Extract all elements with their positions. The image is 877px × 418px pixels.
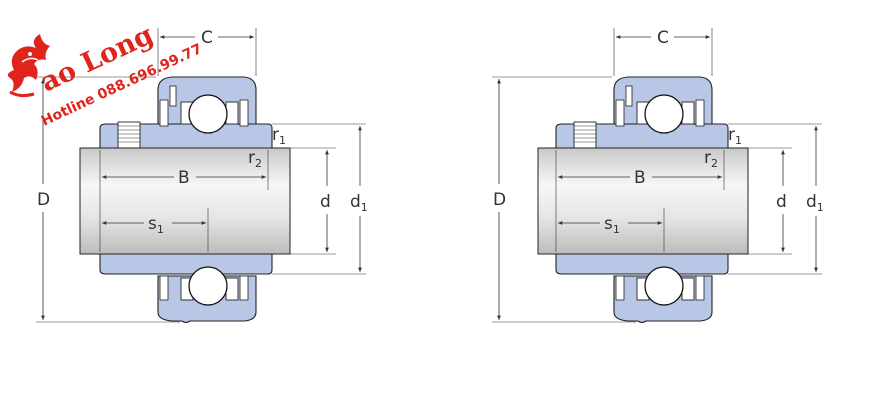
dim-label-D: D	[493, 190, 506, 210]
dim-label-d: d	[776, 192, 787, 212]
dim-label-B: B	[178, 168, 190, 188]
dim-label-d1: d1	[806, 192, 824, 214]
dim-label-s1: s1	[604, 214, 620, 236]
dim-label-C: C	[201, 28, 213, 48]
inner-ring-bottom	[555, 253, 729, 275]
dim-label-r1: r1	[728, 125, 742, 147]
figure-right: C D B s1 d d1 r1 r2	[492, 28, 824, 324]
shaft	[79, 147, 291, 255]
dim-label-r2: r2	[704, 148, 718, 170]
inner-ring-bottom	[99, 253, 273, 275]
inner-ring-top	[555, 123, 729, 149]
ball-top	[188, 94, 228, 134]
dim-label-s1: s1	[148, 214, 164, 236]
ball-bottom	[644, 266, 684, 306]
dim-label-d: d	[320, 192, 331, 212]
figure-left: C D B s1 d d1 r1 r2	[36, 28, 368, 324]
inner-ring-top	[99, 123, 273, 149]
ball-top	[644, 94, 684, 134]
dim-label-B: B	[634, 168, 646, 188]
brand-name: ao Long	[36, 19, 158, 98]
shaft	[537, 147, 749, 255]
dim-label-r1: r1	[272, 125, 286, 147]
ball-bottom	[188, 266, 228, 306]
dim-label-r2: r2	[248, 148, 262, 170]
dim-label-C: C	[657, 28, 669, 48]
dim-label-d1: d1	[350, 192, 368, 214]
dim-label-D: D	[37, 190, 50, 210]
dragon-icon	[7, 34, 50, 98]
